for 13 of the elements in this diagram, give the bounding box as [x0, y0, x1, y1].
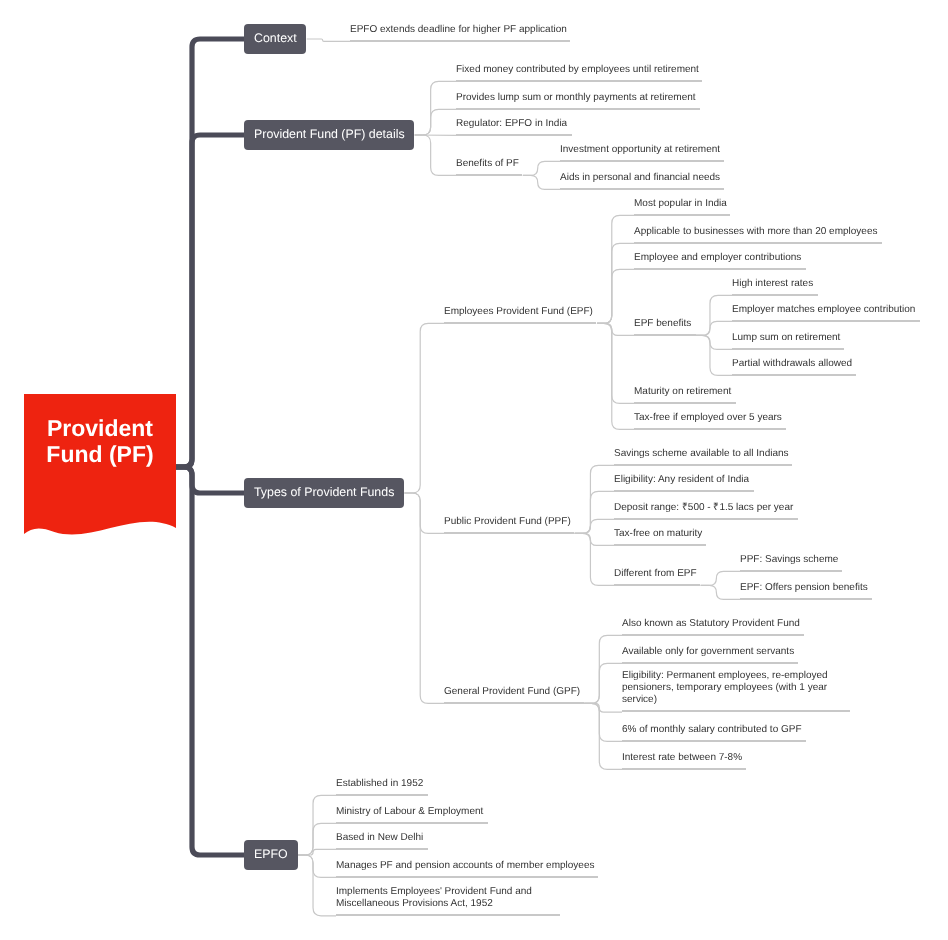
branch-line: [583, 702, 623, 770]
branch-line: [403, 492, 445, 704]
branch-line: [596, 322, 635, 430]
branch-line: [574, 532, 615, 586]
branch-line: [414, 134, 457, 176]
branch-line: [700, 584, 741, 600]
branch-line: [694, 334, 733, 376]
central-topic-title: Provident Fund (PF): [44, 418, 156, 470]
branch-line: [297, 854, 337, 917]
branch-line: [176, 464, 244, 858]
branch-line: [522, 174, 561, 190]
central-topic-banner: [24, 394, 176, 540]
branch-line: [306, 38, 351, 42]
